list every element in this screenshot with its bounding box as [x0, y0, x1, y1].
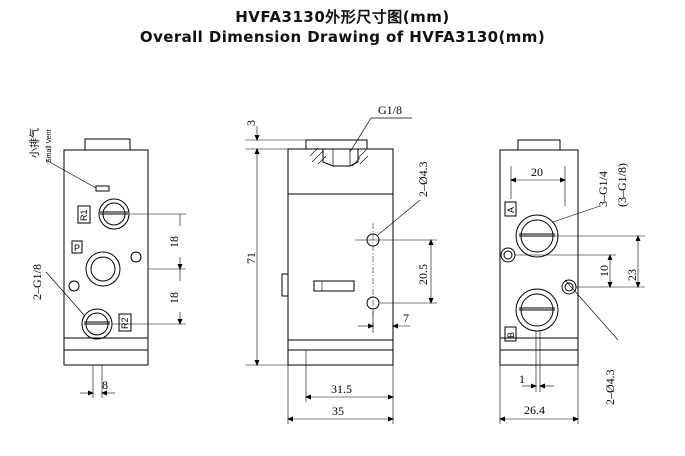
- port-b-circle: [515, 288, 559, 332]
- side-left-tab: [281, 273, 289, 297]
- side-thread-label: G1/8: [378, 103, 402, 117]
- dim-26-4: 26.4: [524, 403, 545, 417]
- front-thread-label: 2–G1/8: [30, 264, 44, 300]
- port-p-tag-box: [71, 240, 83, 254]
- dim-1: 1: [519, 372, 525, 386]
- title-english: Overall Dimension Drawing of HVFA3130(mm…: [139, 28, 546, 46]
- dim-18-upper: 18: [167, 236, 181, 248]
- port-a-tag-box: [504, 201, 517, 217]
- dim-7: 7: [403, 311, 409, 325]
- port-r1-label: R1: [79, 209, 89, 221]
- side-thread-port: [322, 149, 359, 167]
- dim-18-lower: 18: [167, 292, 181, 304]
- side-view: [245, 117, 437, 424]
- port-r2-label: R2: [120, 317, 130, 329]
- dim-8: 8: [102, 378, 108, 392]
- dim-23: 23: [625, 269, 639, 281]
- port-p-circle: [85, 251, 121, 287]
- small-vent-label-en: Small Vent: [46, 129, 53, 163]
- port-r2-tag-box: [118, 313, 132, 332]
- side-body: [287, 148, 394, 366]
- dim-71: 71: [244, 252, 258, 264]
- front-view: [45, 138, 186, 398]
- port-p-label: P: [74, 243, 80, 253]
- front-body: [63, 149, 149, 366]
- dim-10: 10: [597, 265, 611, 277]
- dim-35: 35: [332, 404, 344, 418]
- rear-view: [499, 139, 645, 424]
- port-r1-tag-box: [77, 205, 91, 224]
- side-top-boss: [305, 139, 368, 150]
- port-b-tag-box: [504, 326, 517, 342]
- dim-20: 20: [531, 165, 543, 179]
- rear-body: [499, 149, 579, 366]
- dim-20-5: 20.5: [416, 264, 430, 285]
- small-vent-port: [95, 185, 110, 192]
- side-hole-label: 2–Ø4.3: [416, 161, 430, 197]
- front-top-cap: [84, 138, 131, 151]
- rear-thread-label-1: 3–G1/4: [596, 171, 610, 207]
- small-vent-label-cn: 小排气: [28, 128, 41, 158]
- rear-thread-label-2: (3–G1/8): [615, 163, 629, 207]
- rear-hole-label: 2–Ø4.3: [603, 369, 617, 405]
- port-r1-circle: [98, 198, 130, 230]
- dim-31-5: 31.5: [331, 382, 352, 396]
- dim-3: 3: [244, 120, 258, 126]
- port-b-label: B: [506, 332, 516, 338]
- title-chinese: HVFA3130外形尺寸图(mm): [235, 8, 450, 26]
- side-pilot-slot: [313, 280, 355, 292]
- rear-top-cap: [517, 139, 561, 151]
- port-a-label: A: [506, 207, 516, 213]
